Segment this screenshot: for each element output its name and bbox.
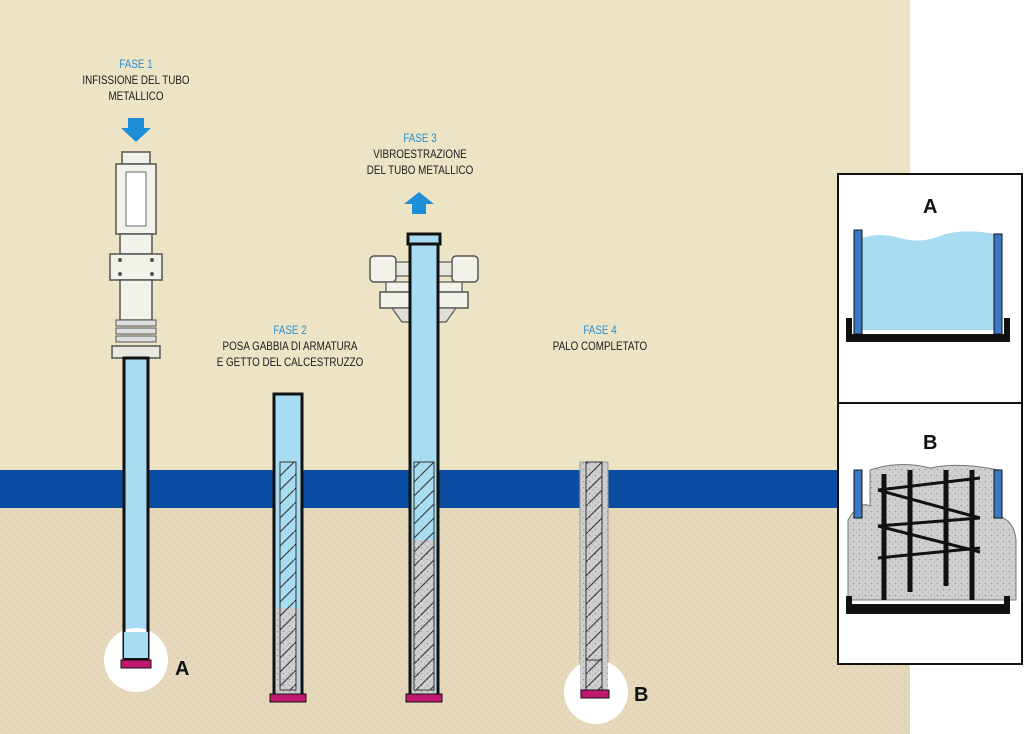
phase4-title: FASE 4 [583, 323, 617, 337]
ground-area [0, 508, 910, 734]
phase3-line1: VIBROESTRAZIONE [373, 147, 467, 161]
phase1-line1: INFISSIONE DEL TUBO [82, 73, 190, 87]
detail-a-drawing [846, 229, 1010, 342]
arrow-down-icon [121, 118, 151, 142]
detail-b-drawing [846, 464, 1017, 614]
phase2-pile [269, 392, 307, 703]
phase4-line1: PALO COMPLETATO [552, 339, 648, 353]
callout-letter-a: A [175, 658, 190, 680]
phase2-line1: POSA GABBIA DI ARMATURA [222, 339, 358, 353]
phase1-title: FASE 1 [119, 57, 153, 71]
phase1-line2: METALLICO [108, 89, 164, 103]
detail-panel [837, 173, 1023, 665]
phase3-pile [369, 232, 479, 703]
phase2-title: FASE 2 [273, 323, 307, 337]
detail-a-letter: A [923, 196, 938, 218]
phase3-line2: DEL TUBO METALLICO [366, 163, 474, 177]
arrow-up-icon [404, 192, 434, 214]
phase4-label: FASE 4 PALO COMPLETATO [534, 322, 665, 354]
detail-b-letter: B [923, 432, 938, 454]
phase2-label: FASE 2 POSA GABBIA DI ARMATURA E GETTO D… [216, 322, 364, 370]
phase2-line2: E GETTO DEL CALCESTRUZZO [216, 355, 364, 369]
phase4-pile [564, 461, 628, 724]
phase1-pile [104, 151, 168, 692]
phase1-label: FASE 1 INFISSIONE DEL TUBO METALLICO [70, 56, 201, 104]
phase3-title: FASE 3 [403, 131, 437, 145]
callout-letter-b: B [634, 684, 649, 706]
phase3-label: FASE 3 VIBROESTRAZIONE DEL TUBO METALLIC… [354, 130, 485, 178]
